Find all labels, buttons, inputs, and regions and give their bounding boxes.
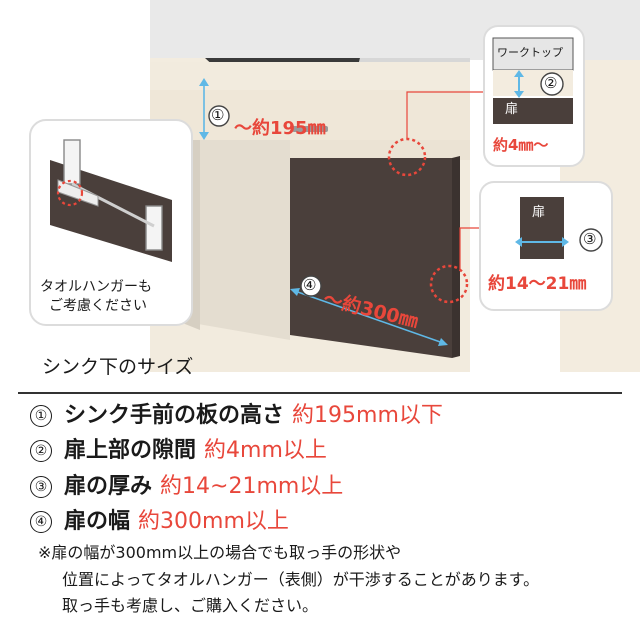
spec-number: ② [30, 440, 52, 462]
spec-item-4: ④ 扉の幅約300mm以上 [30, 511, 289, 533]
inset-door-edge [520, 197, 564, 259]
hanger-callout-circle [56, 179, 84, 207]
door-handle [292, 126, 328, 132]
hanger-note-line2: ご考慮ください [49, 298, 147, 314]
sink-cabinet-illustration [29, 0, 640, 372]
dim1-arrow-top [199, 78, 209, 86]
note-line-3: 取っ手も考慮し、ご購入ください。 [62, 596, 319, 615]
spec-label: シンク手前の板の高さ [64, 403, 285, 428]
spec-number: ① [30, 405, 52, 427]
spec-item-3: ③ 扉の厚み約14~21mm以上 [30, 476, 343, 498]
section-title: シンク下のサイズ [42, 356, 194, 378]
thickness-leader [459, 227, 480, 270]
door [290, 158, 452, 358]
note-line-1: ※扉の幅が300mm以上の場合でも取っ手の形状や [38, 543, 402, 562]
thickness-callout-circle [429, 264, 469, 304]
hanger-bracket-right [145, 205, 163, 251]
spec-item-2: ② 扉上部の隙間約4mm以上 [30, 440, 327, 462]
spec-item-1: ① シンク手前の板の高さ約195mm以下 [30, 405, 443, 427]
gap-leader [406, 91, 485, 139]
cabinet-cavity [175, 140, 290, 340]
dim2-arrow-top [514, 70, 524, 77]
dim3-circle [579, 228, 603, 252]
dim1-circle [208, 105, 230, 127]
dim4-arrow-left [290, 288, 300, 296]
spec-value: 約14~21mm以上 [160, 474, 344, 499]
dim4-arrow-right [438, 338, 448, 346]
dim2-arrow-bottom [514, 91, 524, 98]
worktop-slab [492, 37, 574, 71]
dim1-label: ～約195㎜ [234, 118, 326, 139]
divider [18, 392, 622, 394]
dim2-circle [540, 72, 564, 96]
spec-label: 扉の厚み [64, 474, 153, 499]
dim3-label: 約14～21㎜ [488, 274, 587, 294]
dim3-number: ③ [583, 230, 597, 248]
dim2-number: ② [544, 74, 558, 92]
sink-edge [290, 140, 470, 160]
note-line-2: 位置によってタオルハンガー（表側）が干渉することがあります。 [62, 570, 540, 589]
dim3-arrow-left [515, 237, 522, 247]
dim2-label: 約4㎜～ [493, 136, 549, 154]
hanger-note-line1: タオルハンガーも [40, 279, 152, 295]
spec-value: 約195mm以下 [292, 403, 443, 428]
dim4-number: ④ [303, 276, 317, 294]
spec-number: ③ [30, 476, 52, 498]
dim1-arrow-bottom [199, 132, 209, 140]
inset-door-top [493, 98, 573, 124]
spec-value: 約4mm以上 [204, 438, 327, 463]
dim4-line [291, 289, 447, 345]
dim4-circle [300, 275, 322, 297]
spec-number: ④ [30, 511, 52, 533]
worktop-label: ワークトップ [497, 46, 563, 59]
door-side [452, 156, 460, 358]
spec-value: 約300mm以上 [138, 509, 289, 534]
spec-label: 扉上部の隙間 [64, 438, 197, 463]
gap-inset-door-label: 扉 [505, 102, 519, 117]
dim3-arrow-right [562, 237, 569, 247]
spec-label: 扉の幅 [64, 509, 131, 534]
dim1-number: ① [211, 106, 225, 124]
thickness-inset-door-label: 扉 [532, 205, 546, 220]
hanger-bracket-left [63, 139, 81, 185]
